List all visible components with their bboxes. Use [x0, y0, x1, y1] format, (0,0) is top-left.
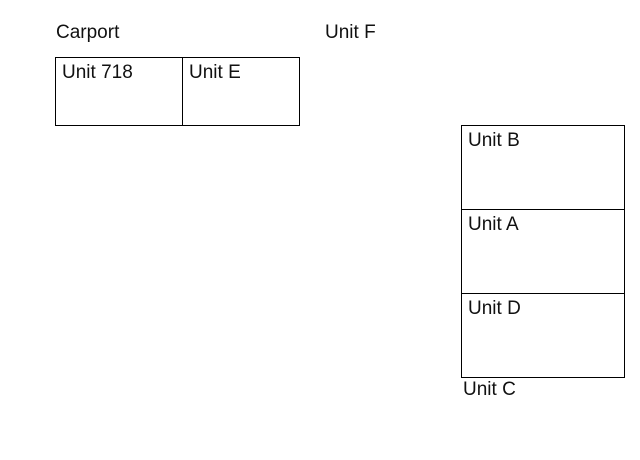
carport-label: Carport — [56, 22, 120, 43]
unit-c-label: Unit C — [463, 379, 516, 400]
unit-a-label: Unit A — [468, 214, 519, 235]
unit-f-label: Unit F — [325, 22, 376, 43]
unit-b-box: Unit B — [461, 125, 625, 211]
unit-b-label: Unit B — [468, 130, 520, 151]
unit-a-box: Unit A — [461, 209, 625, 295]
unit-718-label: Unit 718 — [62, 62, 133, 83]
unit-e-box: Unit E — [182, 57, 300, 126]
unit-d-box: Unit D — [461, 293, 625, 378]
unit-d-label: Unit D — [468, 298, 521, 319]
unit-e-label: Unit E — [189, 62, 241, 83]
unit-718-box: Unit 718 — [55, 57, 184, 126]
